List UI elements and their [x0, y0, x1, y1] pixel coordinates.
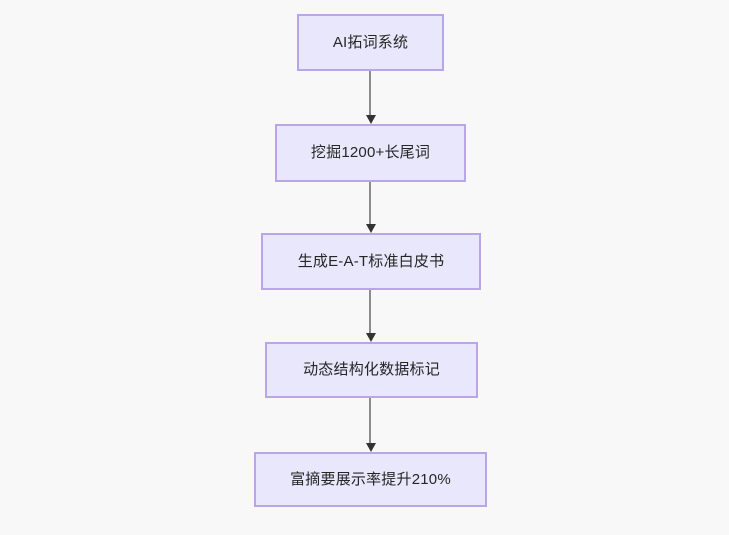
arrowhead-icon — [366, 443, 376, 452]
arrowhead-icon — [366, 333, 376, 342]
flow-node-rich-snippet-rate-increase[interactable]: 富摘要展示率提升210% — [254, 452, 487, 507]
edge-line — [369, 71, 371, 117]
flow-node-dynamic-structured-data-markup[interactable]: 动态结构化数据标记 — [265, 342, 478, 398]
flow-node-label: 生成E-A-T标准白皮书 — [297, 252, 445, 270]
flow-node-label: 富摘要展示率提升210% — [290, 470, 451, 488]
flow-node-label: AI拓词系统 — [332, 33, 409, 51]
flow-node-label: 挖掘1200+长尾词 — [310, 144, 431, 161]
flow-node-mine-longtail-keywords[interactable]: 挖掘1200+长尾词 — [275, 124, 466, 182]
arrowhead-icon — [366, 224, 376, 233]
flow-node-generate-eat-whitepaper[interactable]: 生成E-A-T标准白皮书 — [261, 233, 481, 290]
edge-line — [369, 182, 371, 226]
arrowhead-icon — [366, 115, 376, 124]
flow-node-label: 动态结构化数据标记 — [303, 361, 440, 378]
flow-node-ai-keyword-system[interactable]: AI拓词系统 — [297, 14, 444, 71]
edge-line — [369, 398, 371, 445]
edge-line — [369, 290, 371, 335]
